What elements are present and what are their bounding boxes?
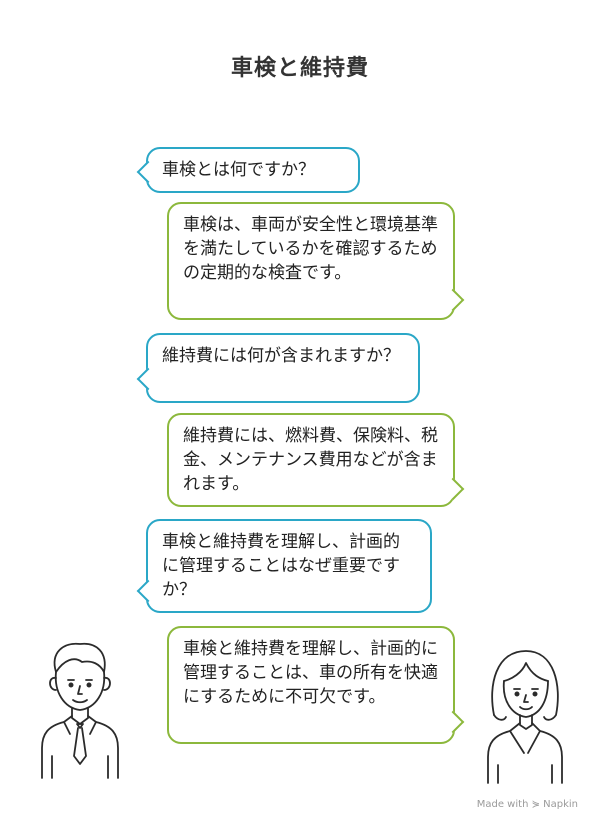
answer-text-1: 車検は、車両が安全性と環境基準を満たしているかを確認するための定期的な検査です。 [183, 215, 438, 283]
question-text-1: 車検とは何ですか？ [162, 160, 315, 180]
answer-text-2: 維持費には、燃料費、保険料、税金、メンテナンス費用などが含まれます。 [183, 426, 438, 494]
question-bubble-3: 車検と維持費を理解し、計画的に管理することはなぜ重要ですか？ [136, 519, 432, 613]
woman-avatar-icon [487, 650, 563, 784]
question-text-2: 維持費には何が含まれますか？ [162, 346, 400, 366]
question-text-3: 車検と維持費を理解し、計画的に管理することはなぜ重要ですか？ [162, 532, 400, 600]
page-title: 車検と維持費 [230, 56, 369, 81]
answer-text-3: 車検と維持費を理解し、計画的に管理することは、車の所有を快適にするために不可欠で… [183, 639, 438, 707]
napkin-watermark: Made with ⋟ Napkin [476, 799, 578, 810]
answer-bubble-3: 車検と維持費を理解し、計画的に管理することは、車の所有を快適にするために不可欠で… [167, 626, 465, 744]
answer-bubble-1: 車検は、車両が安全性と環境基準を満たしているかを確認するための定期的な検査です。 [167, 202, 465, 320]
question-bubble-1: 車検とは何ですか？ [136, 147, 360, 193]
question-bubble-2: 維持費には何が含まれますか？ [136, 333, 420, 403]
man-avatar-icon [41, 642, 119, 779]
answer-bubble-2: 維持費には、燃料費、保険料、税金、メンテナンス費用などが含まれます。 [167, 413, 465, 507]
